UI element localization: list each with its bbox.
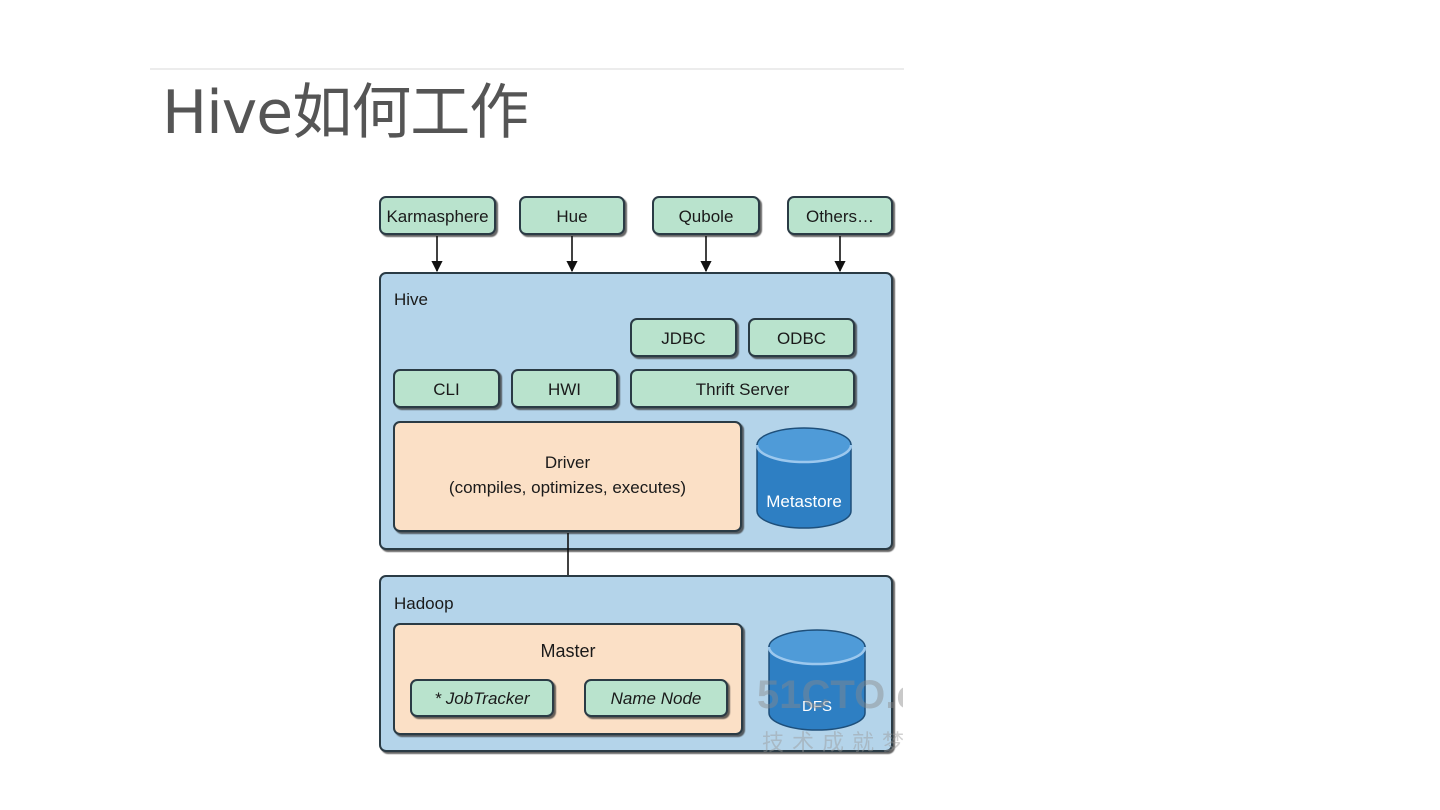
client-hue: Hue [519, 196, 625, 235]
jdbc-box: JDBC [630, 318, 737, 357]
client-label-hue: Hue [556, 207, 587, 226]
jdbc-label: JDBC [661, 329, 705, 348]
cli-box: CLI [393, 369, 500, 408]
master-label: Master [540, 641, 595, 661]
jobtracker-box: * JobTracker [410, 679, 554, 717]
dfs-label: DFS [802, 698, 832, 715]
jobtracker-label: * JobTracker [434, 689, 530, 708]
client-label-karmasphere: Karmasphere [386, 207, 488, 226]
dfs-cylinder: DFS [767, 629, 867, 731]
odbc-box: ODBC [748, 318, 855, 357]
cli-label: CLI [433, 380, 459, 399]
driver-box: Driver (compiles, optimizes, executes) [393, 421, 742, 532]
thrift-server-box: Thrift Server [630, 369, 855, 408]
hadoop-label: Hadoop [394, 594, 454, 613]
odbc-label: ODBC [777, 329, 826, 348]
thrift-server-label: Thrift Server [696, 380, 790, 399]
client-label-others: Others… [806, 207, 874, 226]
watermark: 51CTO.c 技术成就梦 [757, 673, 919, 756]
metastore-label: Metastore [766, 492, 842, 511]
client-label-qubole: Qubole [679, 207, 734, 226]
client-karmasphere: Karmasphere [379, 196, 496, 235]
driver-description: (compiles, optimizes, executes) [449, 478, 686, 497]
watermark-mask [903, 640, 943, 760]
metastore-cylinder: Metastore [755, 427, 853, 529]
hwi-label: HWI [548, 380, 581, 399]
hive-label: Hive [394, 290, 428, 309]
client-others: Others… [787, 196, 893, 235]
namenode-label: Name Node [611, 689, 702, 708]
slide-title: Hive如何工作 [162, 78, 529, 148]
watermark-logo: 51CTO.c [757, 673, 919, 717]
title-divider [150, 68, 904, 70]
hwi-box: HWI [511, 369, 618, 408]
client-qubole: Qubole [652, 196, 760, 235]
driver-label: Driver [545, 453, 591, 472]
watermark-slogan: 技术成就梦 [762, 731, 912, 756]
namenode-box: Name Node [584, 679, 728, 717]
